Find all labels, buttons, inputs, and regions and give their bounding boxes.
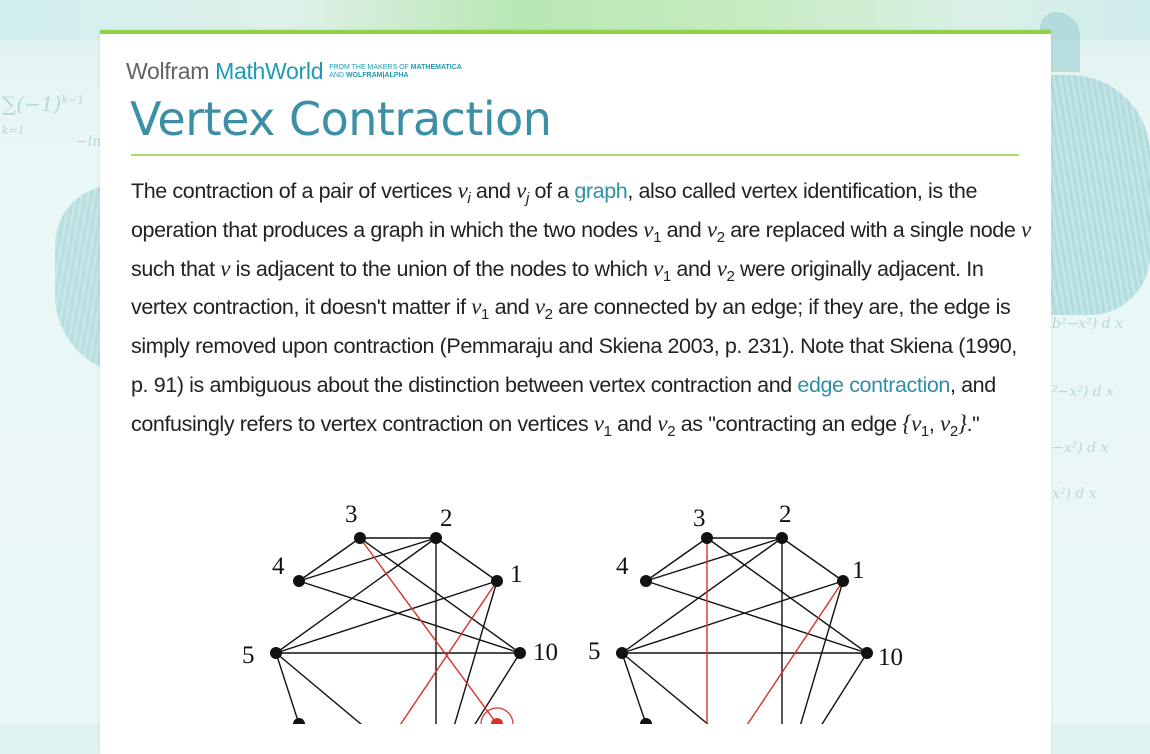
right-graph-red-edges: [706, 538, 844, 724]
background-formula: k=1: [2, 124, 25, 137]
link-graph[interactable]: graph: [574, 179, 628, 203]
background-formula: ²−x²) d x: [1052, 384, 1115, 400]
node-label: 10: [878, 644, 903, 671]
left-graph: [275, 537, 521, 724]
node-label: 1: [510, 561, 523, 588]
background-formula: x²) d x: [1052, 486, 1097, 502]
node-label: 2: [440, 505, 453, 532]
logo-mathworld-text: MathWorld: [215, 58, 324, 84]
link-edge-contraction[interactable]: edge contraction: [797, 372, 950, 397]
mathworld-logo[interactable]: Wolfram MathWorld FROM THE MAKERS OF MAT…: [126, 58, 462, 85]
background-formula: −ln: [76, 134, 102, 150]
title-divider: [131, 154, 1019, 156]
node-label: 5: [588, 638, 601, 665]
vertex-contraction-figure: 3 2 4 1 5 10 3 2 4 1 5 10: [242, 501, 903, 724]
node-label: 4: [272, 553, 285, 580]
logo-wolfram-text: Wolfram: [126, 58, 210, 84]
logo-tagline: FROM THE MAKERS OF MATHEMATICA AND WOLFR…: [329, 63, 462, 79]
background-formula: ∑(−1)k−1: [2, 92, 85, 116]
left-graph-nodes: [270, 532, 526, 724]
node-label: 10: [533, 639, 558, 666]
right-graph-nodes: [616, 532, 873, 724]
right-graph: [621, 537, 868, 724]
graph-node-highlighted: [491, 718, 503, 724]
page-title: Vertex Contraction: [130, 92, 552, 146]
node-label: 3: [693, 505, 706, 532]
node-label: 4: [616, 553, 629, 580]
left-graph-red-edges: [359, 537, 498, 724]
background-formula: −x²) d x: [1052, 440, 1109, 456]
highlight-ring: [480, 707, 514, 724]
article-page: Wolfram MathWorld FROM THE MAKERS OF MAT…: [100, 30, 1051, 754]
node-label: 2: [779, 501, 792, 528]
node-label: 1: [852, 557, 865, 584]
node-label: 3: [345, 501, 358, 528]
node-label: 5: [242, 642, 255, 669]
background-formula: b²−x²) d x: [1052, 316, 1124, 332]
article-paragraph: The contraction of a pair of vertices vi…: [131, 178, 1031, 440]
